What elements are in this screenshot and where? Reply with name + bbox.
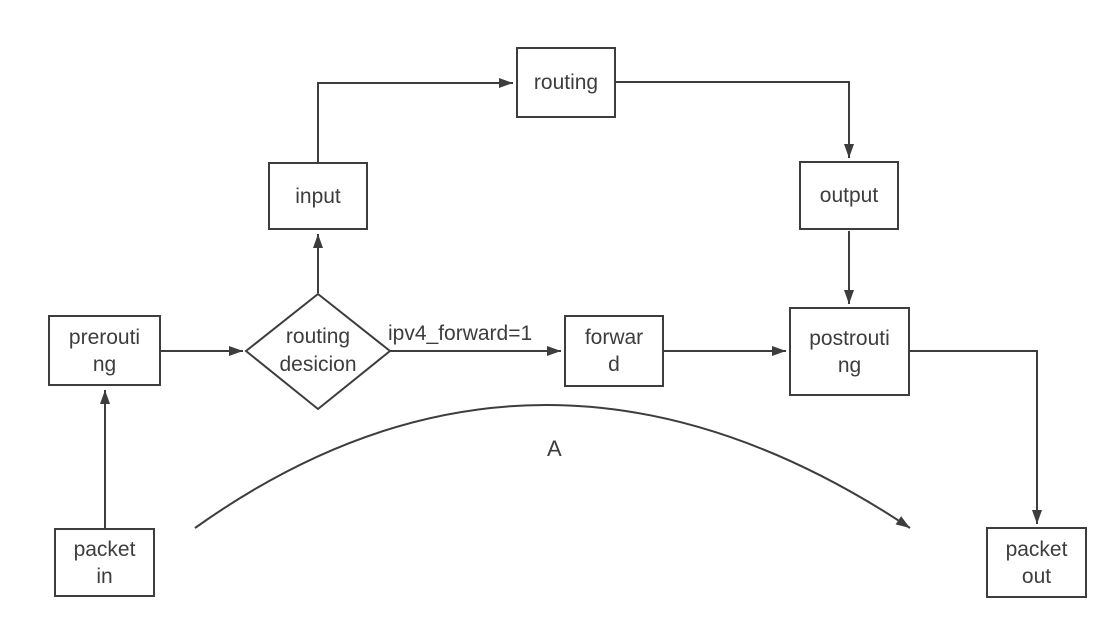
node-output: output xyxy=(799,161,899,230)
node-forward: forwar d xyxy=(564,315,664,387)
node-prerouting: prerouti ng xyxy=(48,315,161,386)
node-packet-out: packet out xyxy=(986,527,1087,598)
edge-bypass-curve xyxy=(194,404,911,529)
edge-label-forward-condition: ipv4_forward=1 xyxy=(388,322,533,345)
node-input: input xyxy=(268,162,368,230)
edge-input-to-routing xyxy=(317,78,513,162)
node-packet-in: packet in xyxy=(54,528,155,597)
routing-decision-diamond xyxy=(244,292,392,411)
node-routing: routing xyxy=(516,47,616,118)
edge-postrouting-to-packet-out xyxy=(910,350,1042,524)
edge-label-bypass-a: A xyxy=(547,436,562,461)
node-routing-decision-label: routing desicion xyxy=(279,325,357,376)
edge-routing-to-output xyxy=(616,81,854,158)
node-postrouting: postrouti ng xyxy=(789,307,910,396)
